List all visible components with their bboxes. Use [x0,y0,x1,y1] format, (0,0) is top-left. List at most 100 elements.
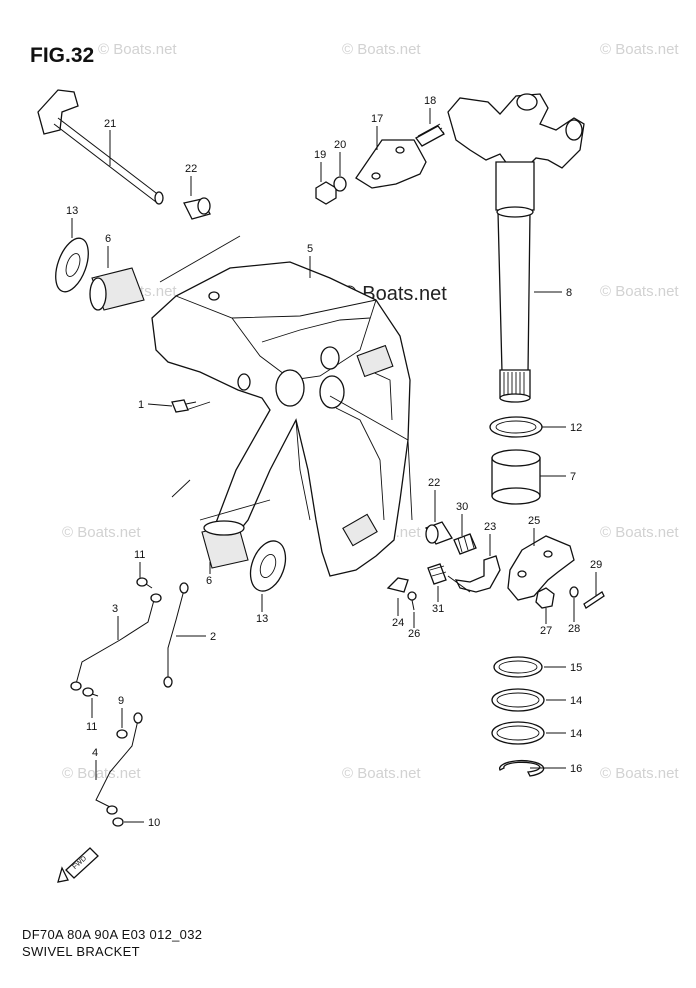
part-14-ring-second [491,721,545,745]
part-11-bolt [136,577,153,589]
part-4-terminal [133,712,143,724]
part-16-snap-ring [499,759,545,777]
assembly-line [329,395,413,521]
callout-22b: 22 [428,477,440,489]
part-22-bushing [183,197,211,220]
callout-21: 21 [104,118,116,130]
assembly-line [185,401,211,411]
watermark: © Boats.net [62,524,141,541]
fwd-arrow-icon: FWD [57,847,99,883]
part-28-washer [569,586,579,598]
callout-2: 2 [210,631,216,643]
part-15-ring [493,656,543,678]
model-code: DF70A 80A 90A E03 012_032 [22,927,203,942]
callout-23: 23 [484,521,496,533]
diagram-name: SWIVEL BRACKET [22,944,140,959]
watermark: © Boats.net [600,41,679,58]
part-4-terminal [106,805,118,815]
part-19-nut [315,181,337,205]
part-13-washer-hole [65,253,81,277]
part-18-spring [415,123,445,147]
part-24-clip [386,577,409,593]
part-22-lower-bushing [425,521,453,545]
part-3-terminal [150,593,162,603]
watermark: © Boats.net [98,41,177,58]
assembly-line [159,235,241,283]
part-11-bolt-lower [82,687,99,697]
callout-29: 29 [590,559,602,571]
part-13-washer [55,237,89,293]
part-2-terminal [163,676,173,688]
callout-11b: 11 [86,721,97,733]
part-26-screw [407,591,417,611]
callout-5: 5 [307,243,313,255]
callout-9: 9 [118,695,124,707]
callout-8: 8 [566,287,572,299]
part-9-bolt [116,729,128,739]
assembly-line [199,499,271,521]
part-14-ring [491,688,545,712]
part-10-bolt [112,817,124,827]
part-20-washer [333,176,347,192]
callout-22: 22 [185,163,197,175]
part-2-ground-wire [167,589,185,678]
part-7-sleeve [491,449,541,505]
watermark: © Boats.net [600,765,679,782]
figure-title: FIG.32 [30,44,95,67]
part-1-bolt [171,399,197,413]
callout-11: 11 [134,549,145,561]
part-2-terminal [179,582,189,594]
watermark: © Boats.net [600,524,679,541]
callout-19: 19 [314,149,326,161]
callout-13: 13 [66,205,78,217]
part-23-lever [447,555,501,593]
part-13-lower-washer [249,540,287,592]
callout-14b: 14 [570,728,582,740]
part-30-spring [453,533,477,555]
callout-16: 16 [570,763,582,775]
callout-28: 28 [568,623,580,635]
watermark: © Boats.net [342,41,421,58]
part-3-terminal [70,681,82,691]
callout-17: 17 [371,113,383,125]
callout-30: 30 [456,501,468,513]
callout-3: 3 [112,603,118,615]
callout-14: 14 [570,695,582,707]
watermark: © Boats.net [62,765,141,782]
part-17-plate [355,139,427,189]
part-27-nut [535,587,555,609]
part-5-swivel-bracket [151,261,411,577]
part-12-ring [489,416,543,438]
part-6-bushing [89,267,145,311]
callout-4: 4 [92,747,98,759]
callout-12: 12 [570,422,582,434]
callout-24: 24 [392,617,404,629]
callout-13b: 13 [256,613,268,625]
callout-27: 27 [540,625,552,637]
callout-18: 18 [424,95,436,107]
part-3-ground-wire [75,599,155,685]
part-31-spring [427,563,447,585]
part-29-pin [583,591,605,609]
callout-10: 10 [148,817,160,829]
watermark: © Boats.net [600,283,679,300]
callout-labels: 21 22 13 6 5 17 18 19 20 8 12 7 1 22 30 … [66,95,602,829]
watermark: © Boats.net [342,765,421,782]
part-6-lower-bushing [201,520,249,569]
callout-6b: 6 [206,575,212,587]
callout-1: 1 [138,399,144,411]
assembly-line [171,479,191,498]
callout-15: 15 [570,662,582,674]
callout-6: 6 [105,233,111,245]
part-25-lever-plate [507,535,575,601]
part-8-steering-shaft [447,93,585,403]
callout-leaders [71,108,597,823]
part-4-ground-wire [95,719,139,809]
part-21-shaft [37,89,164,205]
callout-7: 7 [570,471,576,483]
callout-26: 26 [408,628,420,640]
callout-20: 20 [334,139,346,151]
callout-25: 25 [528,515,540,527]
callout-31: 31 [432,603,444,615]
